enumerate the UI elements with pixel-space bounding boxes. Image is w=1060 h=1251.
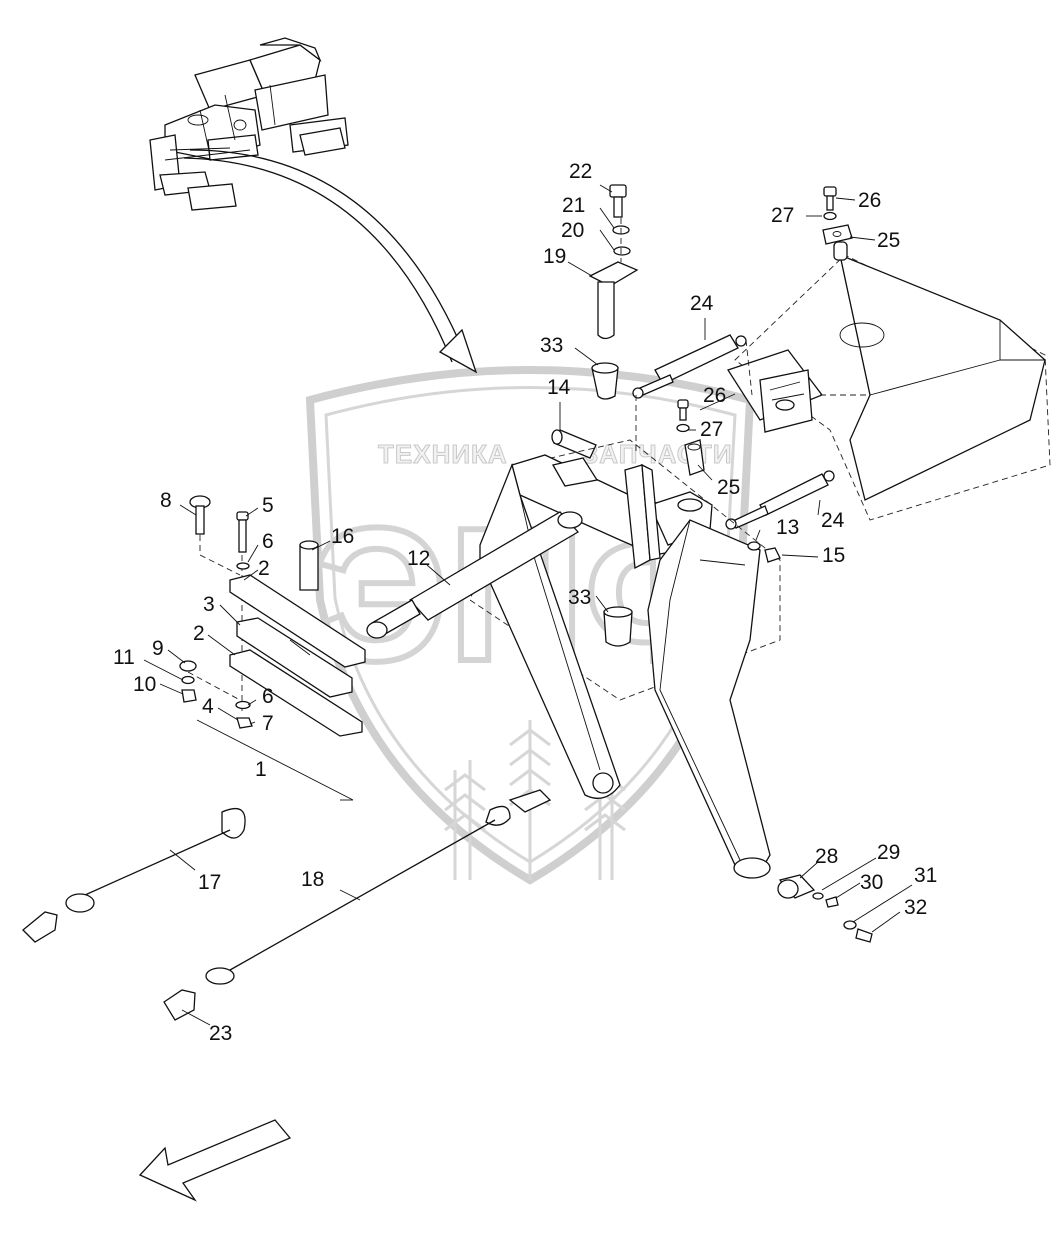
bolt-set-top-right	[822, 186, 853, 261]
watermark-text-left: ТЕХНИКА	[378, 439, 508, 469]
callout-5: 5	[262, 494, 274, 517]
callout-3: 3	[203, 593, 215, 616]
callout-24b: 24	[821, 509, 845, 532]
direction-arrow-icon	[138, 1119, 292, 1202]
callout-25b: 25	[717, 476, 740, 499]
callout-19: 19	[543, 245, 566, 268]
callout-28: 28	[815, 845, 838, 868]
callout-15: 15	[822, 544, 845, 567]
callout-labels: 1 2 2 3 4 5 6 6 7 8 9 10 11 12 13 14 15 …	[113, 160, 937, 1045]
callout-33a: 33	[540, 334, 563, 357]
callout-2b: 2	[193, 622, 205, 645]
callout-13: 13	[776, 516, 799, 539]
gas-spring-lower	[725, 470, 835, 530]
callout-32: 32	[904, 896, 927, 919]
callout-27b: 27	[700, 418, 723, 441]
callout-30: 30	[860, 871, 883, 894]
plate-stack-left	[179, 495, 366, 801]
callout-20: 20	[561, 219, 584, 242]
callout-27a: 27	[771, 204, 794, 227]
callout-24a: 24	[690, 292, 714, 315]
callout-7: 7	[262, 712, 274, 735]
callout-6a: 6	[262, 530, 274, 553]
callout-25a: 25	[877, 229, 900, 252]
screw-13-15	[747, 541, 781, 563]
callout-11: 11	[113, 646, 135, 669]
callout-23: 23	[209, 1022, 232, 1045]
cable-17	[22, 807, 246, 943]
callout-1: 1	[255, 758, 267, 781]
callout-31: 31	[914, 864, 937, 887]
callout-14: 14	[547, 376, 571, 399]
gas-spring-upper	[632, 334, 753, 455]
callout-9: 9	[152, 637, 164, 660]
callout-4: 4	[202, 695, 214, 718]
callout-22: 22	[569, 160, 592, 183]
leader-lines	[143, 184, 913, 1026]
callout-6b: 6	[262, 685, 274, 708]
pin-16	[299, 540, 319, 591]
callout-29: 29	[877, 841, 900, 864]
mounting-bracket-block	[727, 253, 1051, 521]
main-frame	[366, 439, 781, 879]
cable-18	[163, 789, 552, 1021]
callout-26b: 26	[703, 384, 726, 407]
callout-33b: 33	[568, 586, 591, 609]
location-arrow	[183, 149, 478, 374]
callout-12: 12	[407, 547, 430, 570]
bolt-stack-upper	[588, 184, 639, 400]
machine-overview-icon	[149, 37, 349, 211]
callout-26a: 26	[858, 189, 881, 212]
callout-17: 17	[198, 871, 221, 894]
callout-18: 18	[301, 868, 324, 891]
callout-8: 8	[160, 489, 172, 512]
pin-14	[551, 429, 597, 459]
watermark-text-right: ЗАПЧАСТИ	[582, 439, 733, 469]
callout-2a: 2	[258, 557, 270, 580]
pin-set-bottom-right	[777, 874, 873, 943]
callout-16: 16	[331, 525, 354, 548]
callout-10: 10	[133, 673, 156, 696]
callout-21: 21	[562, 194, 585, 217]
